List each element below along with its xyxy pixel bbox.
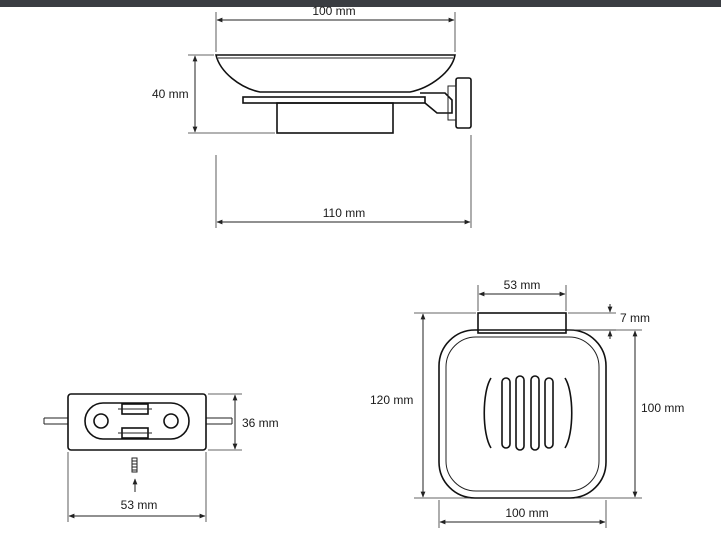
screw-hole-right: [163, 413, 179, 429]
holder-box: [276, 102, 394, 134]
mount-slot-outline: [84, 402, 190, 440]
dim-label-bottom-height: 36 mm: [242, 416, 279, 430]
screw-symbol: [131, 457, 138, 473]
dim-label-total-height: 120 mm: [370, 393, 413, 407]
dim-label-bottom-width: 53 mm: [121, 498, 158, 512]
top-window-bar: [0, 0, 721, 7]
dim-label-height: 40 mm: [152, 87, 189, 101]
dim-label-dish-height: 100 mm: [641, 401, 684, 415]
dim-label-dish-width: 100 mm: [505, 506, 548, 520]
drain-slots: [483, 375, 573, 451]
arm-connector: [420, 92, 453, 114]
dim-label-bracket-height: 7 mm: [620, 311, 650, 325]
mount-plate: [67, 393, 207, 451]
dim-label-width-top: 100 mm: [312, 4, 355, 18]
dim-label-bracket-width: 53 mm: [504, 278, 541, 292]
front-bracket: [477, 312, 567, 334]
front-view: 53 mm 7 mm 120 mm 100 mm 100 mm: [370, 278, 684, 528]
wall-mount: [455, 77, 472, 129]
dim-label-depth: 110 mm: [323, 206, 365, 220]
dish-bowl-outline: [214, 54, 456, 93]
front-dish-outer: [438, 329, 607, 499]
screw-hole-left: [93, 413, 109, 429]
shelf-plate: [242, 96, 426, 104]
front-dish-inner: [445, 336, 600, 492]
wall-mount-flange: [447, 85, 457, 121]
bottom-view: 36 mm 53 mm: [43, 393, 279, 522]
side-view: 100 mm 40 mm 110 mm: [152, 4, 472, 228]
